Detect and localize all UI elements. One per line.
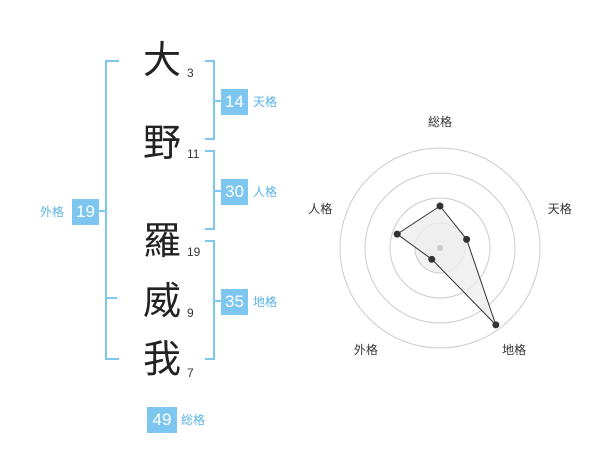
- gaikaku-connector: [99, 210, 105, 212]
- radar-axis-label-3: 地格: [502, 342, 526, 357]
- radar-ring-4: [339, 147, 541, 349]
- name-char-2: 野: [142, 121, 181, 165]
- tenkaku-value-badge: 14: [221, 89, 248, 115]
- jinkaku-label: 人格: [253, 185, 278, 199]
- radar-axis-label-5: 人格: [308, 201, 332, 216]
- radar-value-polygon: [396, 205, 497, 326]
- tenkaku-connector: [215, 100, 221, 102]
- radar-center-dot: [437, 245, 443, 251]
- name-char-4: 威: [142, 279, 181, 323]
- radar-ring-2: [389, 197, 491, 299]
- radar-axis-label-1: 総格: [428, 114, 452, 129]
- stroke-count-3: 19: [187, 245, 201, 259]
- tenkaku-bracket: [205, 60, 215, 140]
- radar-axis-label-4: 外格: [354, 342, 378, 357]
- tenkaku-label: 天格: [253, 95, 278, 109]
- gaikaku-inner-tick: [105, 297, 117, 299]
- radar-point-4: [428, 255, 436, 263]
- name-char-3: 羅: [142, 219, 181, 263]
- chikaku-label: 地格: [253, 295, 278, 309]
- gaikaku-label: 外格: [40, 205, 65, 219]
- stroke-count-1: 3: [187, 66, 194, 80]
- gaikaku-bracket: [105, 60, 119, 360]
- jinkaku-value-badge: 30: [221, 179, 248, 205]
- jinkaku-bracket: [205, 150, 215, 230]
- radar-axis-label-2: 天格: [548, 201, 572, 216]
- chikaku-value-badge: 35: [221, 289, 248, 315]
- soukaku-value-badge: 49: [147, 407, 177, 433]
- radar-ring-3: [364, 172, 516, 324]
- jinkaku-connector: [215, 190, 221, 192]
- radar-point-2: [463, 235, 471, 243]
- radar-point-3: [492, 321, 500, 329]
- chikaku-connector: [215, 300, 221, 302]
- name-char-1: 大: [142, 38, 181, 82]
- stroke-count-2: 11: [187, 147, 200, 161]
- radar-point-5: [393, 230, 401, 238]
- chikaku-bracket: [205, 240, 215, 360]
- radar-point-1: [436, 202, 444, 210]
- stroke-count-5: 7: [187, 366, 194, 380]
- soukaku-label: 総格: [181, 413, 206, 427]
- name-char-5: 我: [142, 337, 181, 381]
- stroke-count-4: 9: [187, 306, 194, 320]
- gaikaku-value-badge: 19: [72, 199, 99, 225]
